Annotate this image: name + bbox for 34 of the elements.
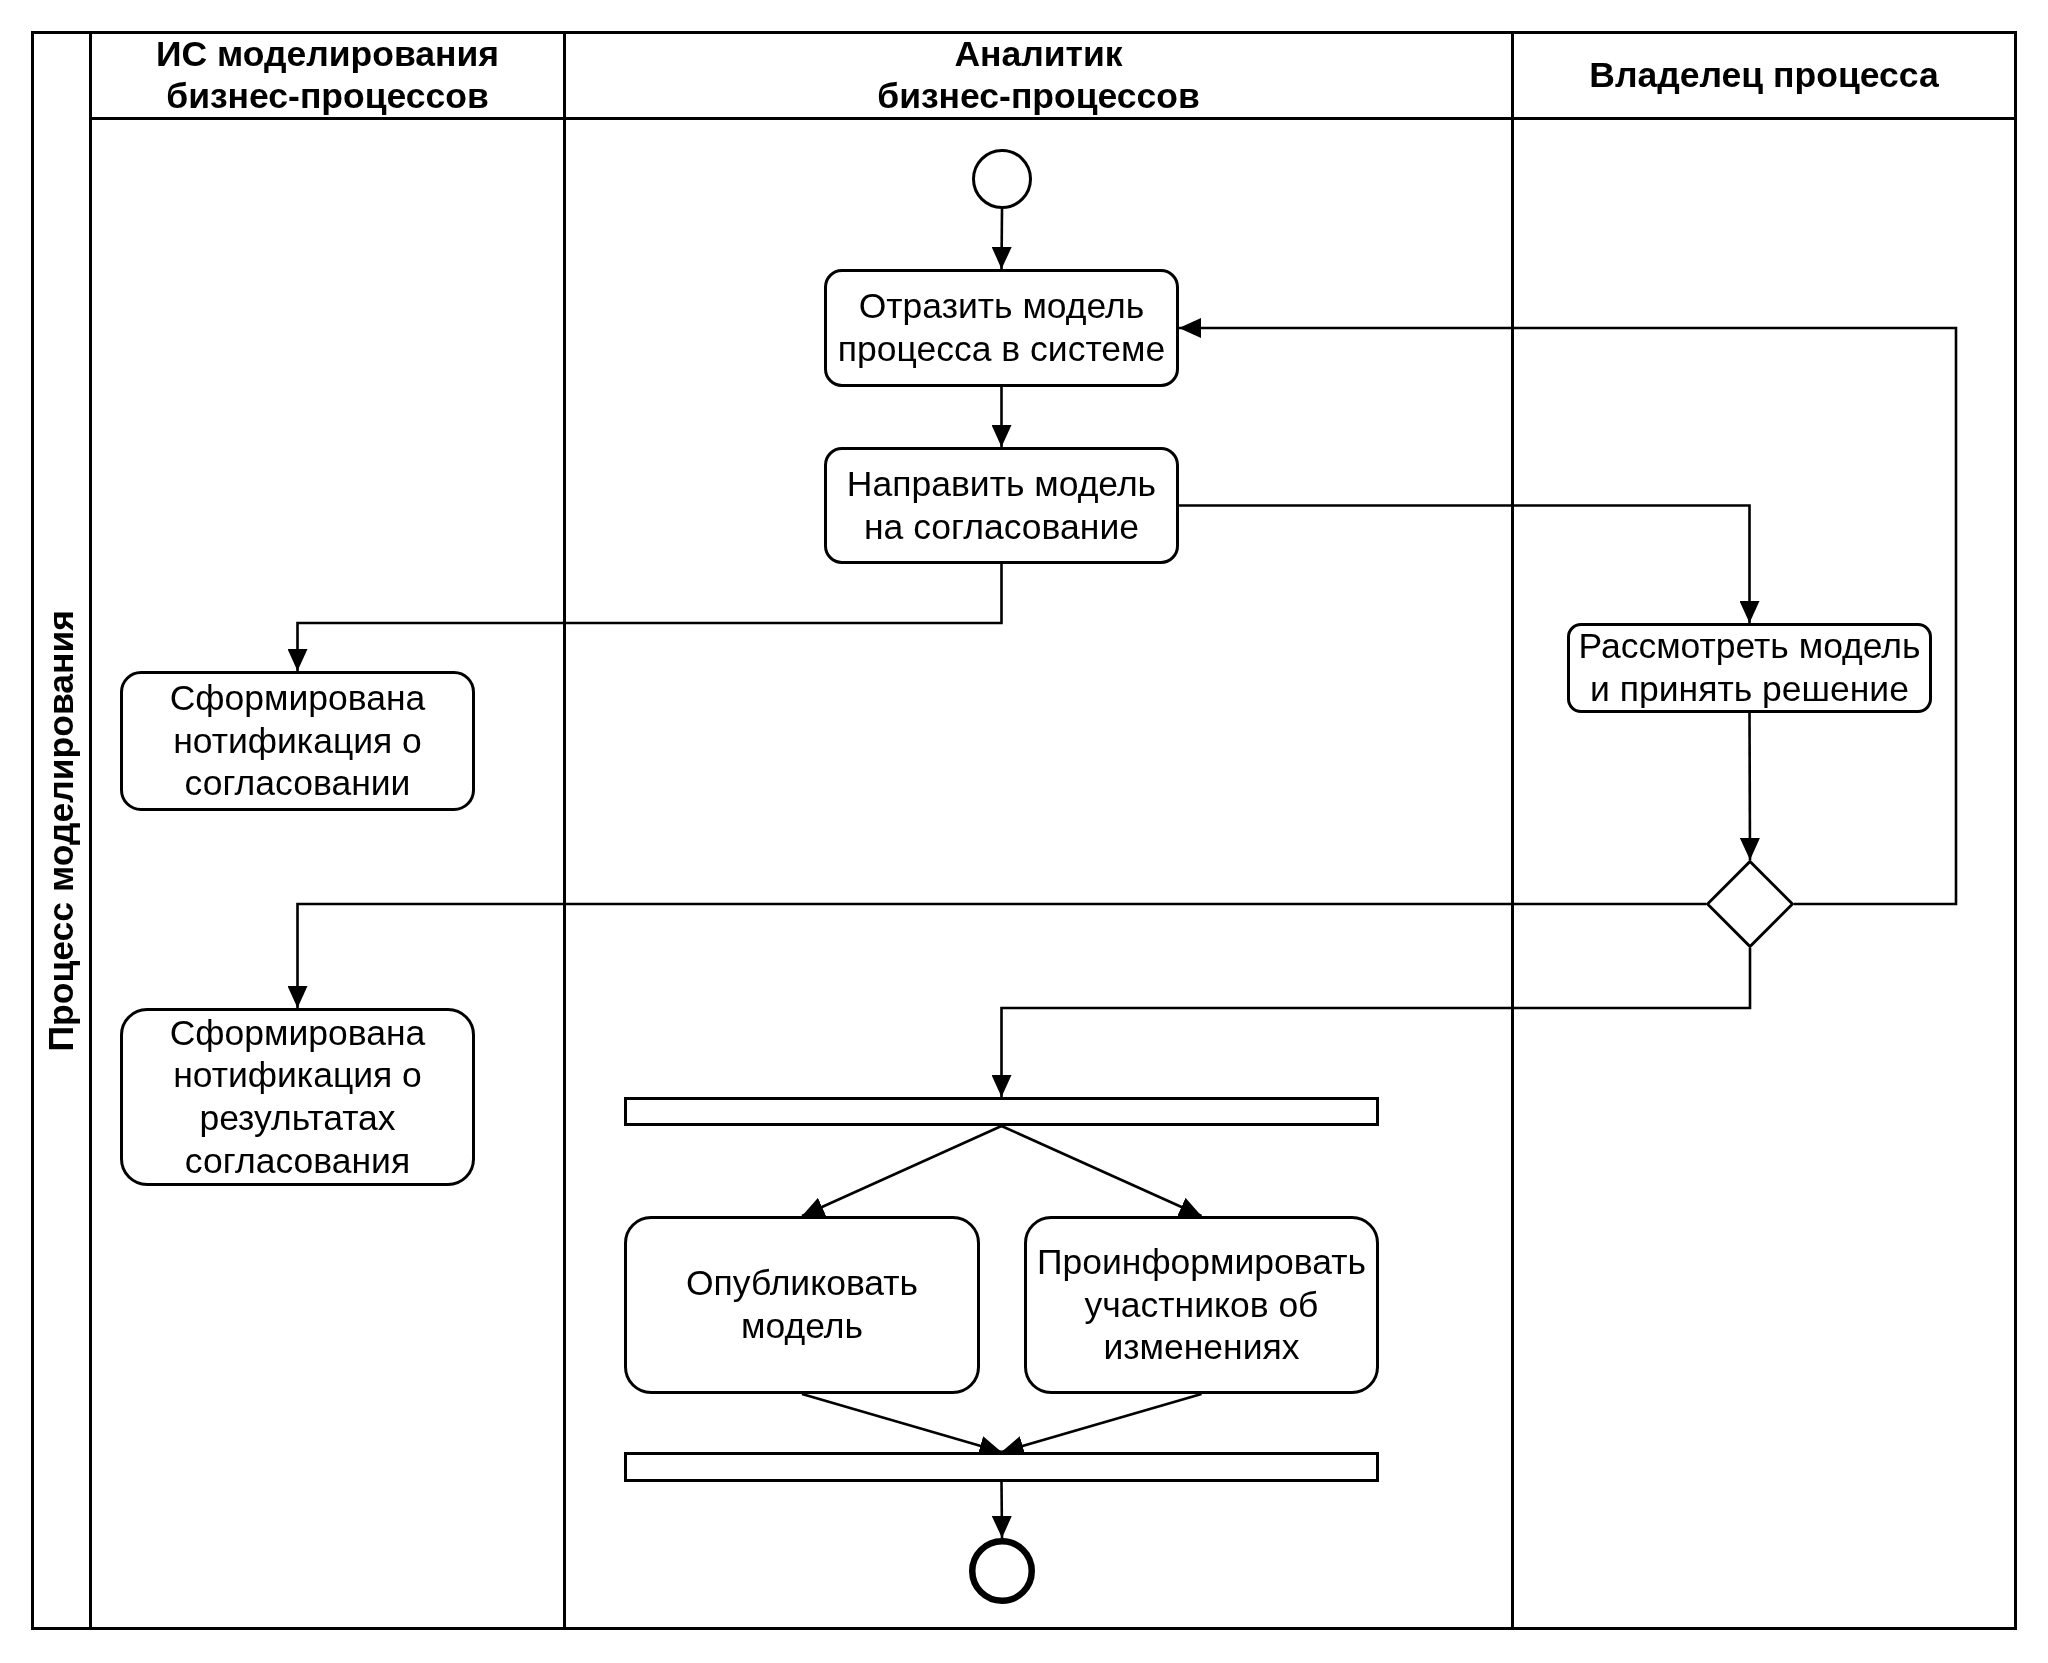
lane-title: Аналитик бизнес-процессов (876, 33, 1201, 118)
action-node (824, 447, 1179, 564)
flow-arrow (1179, 504, 1760, 623)
flow-arrow (1739, 713, 1760, 860)
lane-title: ИС моделирования бизнес-процессов (154, 33, 501, 118)
action-node (120, 671, 475, 811)
swimlane (1511, 34, 2014, 1627)
flow-arrow (1179, 318, 1958, 906)
flow-arrow (991, 209, 1012, 269)
action-node (1024, 1216, 1379, 1394)
action-label: Проинформировать участников об изменениях (1035, 1241, 1367, 1369)
action-label: Отразить модель процесса в системе (836, 285, 1167, 371)
action-node (624, 1216, 980, 1394)
swimlane (89, 34, 563, 1627)
flow-arrow (991, 387, 1012, 447)
action-label: Сформирована нотификация о согласовании (168, 677, 427, 805)
pool-title: Процесс моделирования (41, 609, 81, 1052)
action-label: Рассмотреть модель и принять решение (1577, 625, 1922, 711)
join-bar (624, 1452, 1379, 1482)
action-label: Направить модель на согласование (845, 462, 1158, 549)
flow-arrow (991, 1482, 1012, 1538)
action-node (120, 1008, 475, 1186)
flow-arrow (801, 1124, 1003, 1218)
flow-arrow (1000, 1124, 1203, 1218)
action-label: Сформирована нотификация о результатах согласования (168, 1011, 427, 1183)
pool (31, 31, 2017, 1630)
flow-arrow (287, 564, 1003, 671)
action-label: Опубликовать модель (684, 1262, 920, 1348)
flow-arrow (287, 902, 1706, 1008)
flow-arrow (991, 948, 1752, 1097)
fork-bar (624, 1097, 1379, 1126)
action-node (824, 269, 1179, 387)
lane-title: Владелец процесса (1589, 54, 1939, 97)
swimlane (563, 34, 1511, 1627)
